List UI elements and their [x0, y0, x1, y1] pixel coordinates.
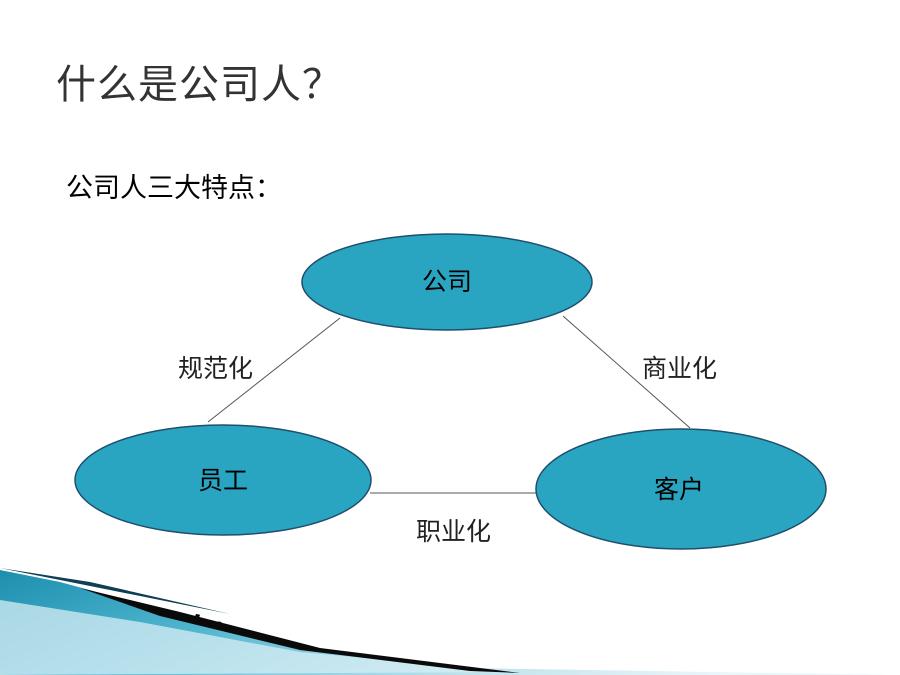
node-employee-label: 员工: [198, 466, 248, 495]
corner-swoosh-decoration: [0, 568, 900, 675]
node-employee: 员工: [74, 424, 372, 536]
swoosh-highlight: [0, 600, 520, 675]
node-customer-shape: [535, 428, 827, 550]
node-company: 公司: [301, 233, 593, 331]
edge-company-employee: [207, 317, 341, 423]
page-title: 什么是公司人？: [56, 62, 343, 108]
node-customer-label: 客户: [654, 475, 704, 504]
edge-company-customer: [562, 315, 691, 429]
node-company-shape: [301, 233, 593, 331]
edge-label-standardization: 规范化: [178, 354, 253, 383]
edge-label-professionalization: 职业化: [416, 517, 491, 546]
node-customer: 客户: [535, 428, 827, 550]
subtitle: 公司人三大特点：: [66, 173, 282, 204]
swoosh-thin-stroke: [0, 568, 230, 614]
edge-label-commercialization: 商业化: [642, 354, 717, 383]
node-employee-shape: [74, 424, 372, 536]
node-company-label: 公司: [422, 267, 472, 296]
